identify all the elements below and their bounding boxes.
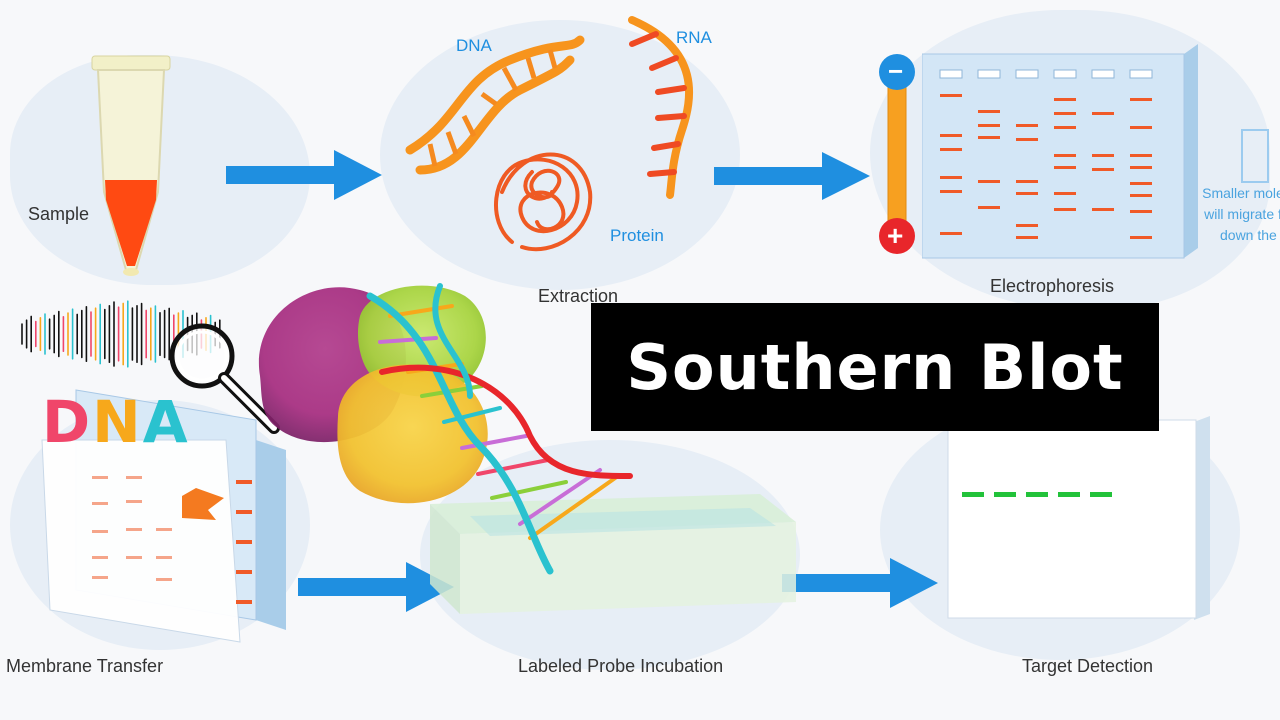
gel-band [1130, 98, 1152, 101]
gel-well [1053, 69, 1077, 79]
gel-band [1130, 126, 1152, 129]
detection-band [1090, 492, 1112, 497]
dna-label: DNA [456, 36, 492, 55]
gel-band [1054, 154, 1076, 157]
side-note-line-3: down the [1220, 227, 1277, 243]
gel-band [1130, 154, 1152, 157]
logo-letter-a: A [142, 388, 190, 456]
side-note-line-1: Smaller mole [1202, 185, 1280, 201]
dna-logo-text: DNA [42, 388, 190, 456]
gel-band [978, 110, 1000, 113]
gel-band [978, 124, 1000, 127]
title-banner: Southern Blot [591, 303, 1159, 431]
extraction-label: Extraction [538, 286, 619, 306]
detection-band [1026, 492, 1048, 497]
gel-well [1091, 69, 1115, 79]
watercolor-cells-illustration [258, 283, 633, 575]
electrophoresis-label: Electrophoresis [990, 276, 1115, 296]
gel-band [1054, 166, 1076, 169]
magnifier-icon [169, 323, 280, 434]
rna-strand-icon [628, 16, 693, 199]
detection-band [994, 492, 1016, 497]
gel-band [940, 148, 962, 151]
gel-band [1130, 182, 1152, 185]
arrow-right-icon [714, 152, 870, 200]
gel-well [1015, 69, 1039, 79]
gel-band [1054, 208, 1076, 211]
gel-plate [922, 44, 1198, 259]
gel-band [1054, 98, 1076, 101]
gel-well [939, 69, 963, 79]
gel-band [1054, 192, 1076, 195]
probe-incubation-tray [430, 494, 796, 614]
dna-helix-icon [405, 35, 585, 175]
gel-band [1130, 194, 1152, 197]
gel-well [977, 69, 1001, 79]
gel-band [940, 94, 962, 97]
banner-title: Southern Blot [626, 330, 1124, 404]
membrane-transfer-label: Membrane Transfer [6, 656, 164, 676]
test-tube-icon [91, 55, 171, 276]
gel-band [1092, 168, 1114, 171]
gel-band [1130, 210, 1152, 213]
protein-tangle-icon [494, 152, 593, 252]
detection-band [1058, 492, 1080, 497]
gel-well [1129, 69, 1153, 79]
electrode-icon [879, 54, 915, 254]
migration-indicator [1241, 129, 1269, 183]
side-note-line-2: will migrate f [1204, 206, 1280, 222]
rna-label: RNA [676, 28, 712, 47]
gel-band [1054, 112, 1076, 115]
gel-band [1092, 208, 1114, 211]
plus-sign: + [887, 220, 904, 251]
detection-band [962, 492, 984, 497]
gel-band [1016, 224, 1038, 227]
gel-band [940, 190, 962, 193]
minus-sign: − [888, 56, 904, 86]
gel-band [1016, 124, 1038, 127]
gel-band [1130, 166, 1152, 169]
gel-band [940, 232, 962, 235]
side-note: Smaller mole will migrate f down the [1198, 183, 1280, 246]
gel-band [940, 176, 962, 179]
sample-label: Sample [28, 204, 90, 224]
logo-letter-n: N [92, 388, 143, 456]
gel-band [940, 134, 962, 137]
gel-band [1016, 138, 1038, 141]
gel-band [1016, 236, 1038, 239]
labeled-probe-incubation-label: Labeled Probe Incubation [518, 656, 724, 676]
arrow-right-icon [226, 150, 382, 200]
arrow-right-icon [782, 558, 938, 608]
gel-band [1016, 180, 1038, 183]
arrow-right-icon [298, 562, 454, 612]
gel-band [1054, 126, 1076, 129]
logo-letter-d: D [42, 388, 93, 456]
gel-band [978, 206, 1000, 209]
target-detection-label: Target Detection [1022, 656, 1154, 676]
gel-band [1092, 112, 1114, 115]
gel-band [1092, 154, 1114, 157]
gel-band [1016, 192, 1038, 195]
detection-film [947, 416, 1210, 620]
membrane-transfer-icon [41, 389, 286, 643]
gel-band [1130, 236, 1152, 239]
gel-band [978, 180, 1000, 183]
protein-label: Protein [610, 226, 664, 245]
gel-band [978, 136, 1000, 139]
